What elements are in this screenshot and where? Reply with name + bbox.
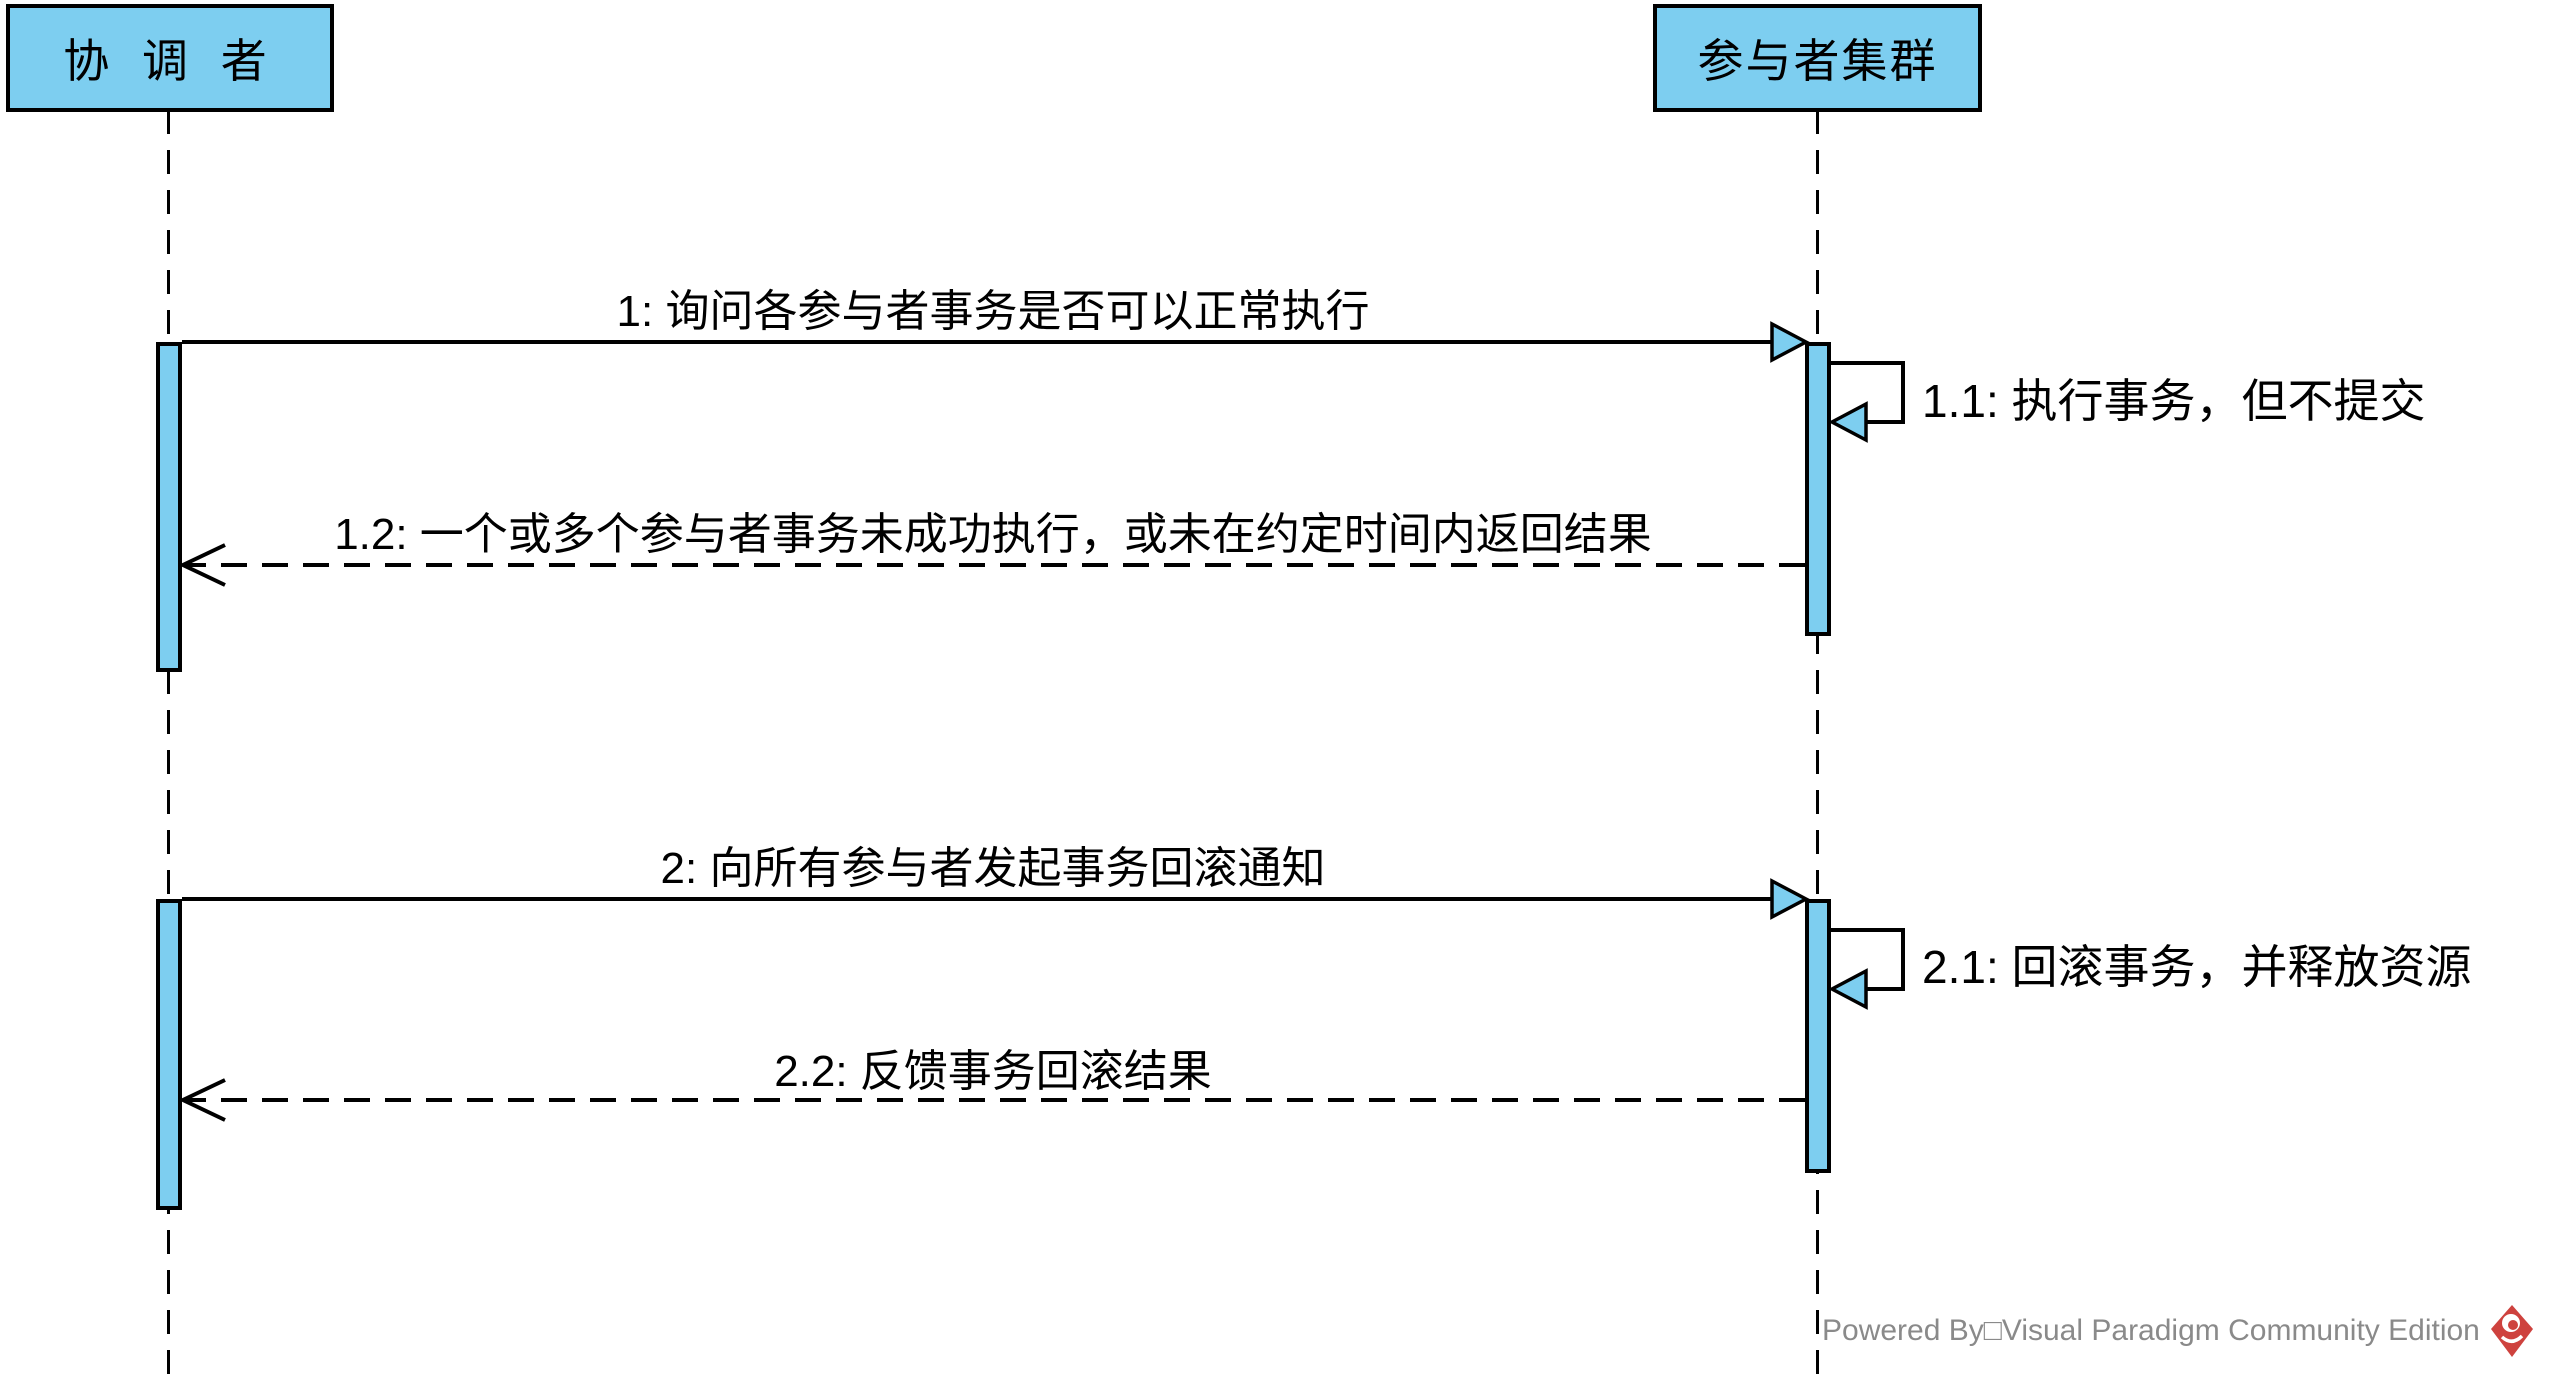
actor-box-coordinator: 协 调 者 xyxy=(6,4,334,112)
message-1-1-self-arrow xyxy=(1828,361,1905,443)
open-arrowhead-icon xyxy=(178,543,226,587)
message-2-label: 2: 向所有参与者发起事务回滚通知 xyxy=(660,844,1326,893)
message-2-arrow xyxy=(182,878,1810,920)
activation-coordinator-2 xyxy=(156,899,182,1210)
lifeline-coordinator xyxy=(167,110,170,1386)
sync-arrowhead-icon xyxy=(1770,878,1810,920)
sync-arrowhead-icon xyxy=(1770,321,1810,363)
message-2-1-self-arrow xyxy=(1828,928,1905,1010)
message-1-label: 1: 询问各参与者事务是否可以正常执行 xyxy=(616,287,1370,336)
activation-participants-2 xyxy=(1805,899,1831,1173)
visual-paradigm-logo-icon xyxy=(2490,1305,2533,1357)
message-1-2-return-arrow xyxy=(178,543,1805,587)
open-arrowhead-icon xyxy=(178,1078,226,1122)
watermark: Powered By□Visual Paradigm Community Edi… xyxy=(1822,1302,2534,1360)
sync-arrowhead-icon xyxy=(1828,968,1868,1010)
actor-label-coordinator: 协 调 者 xyxy=(63,35,277,87)
message-1-1-label: 1.1: 执行事务，但不提交 xyxy=(1922,375,2426,427)
activation-coordinator-1 xyxy=(156,342,182,672)
lifeline-participants xyxy=(1816,110,1819,1386)
message-1-2-label: 1.2: 一个或多个参与者事务未成功执行，或未在约定时间内返回结果 xyxy=(334,510,1652,559)
message-1-arrow xyxy=(182,321,1810,363)
activation-participants-1 xyxy=(1805,342,1831,636)
message-2-1-label: 2.1: 回滚事务，并释放资源 xyxy=(1922,941,2472,993)
message-2-2-return-arrow xyxy=(178,1078,1805,1122)
actor-label-participants: 参与者集群 xyxy=(1697,35,1938,87)
sync-arrowhead-icon xyxy=(1828,401,1868,443)
message-2-2-label: 2.2: 反馈事务回滚结果 xyxy=(774,1047,1212,1096)
watermark-text: Powered By□Visual Paradigm Community Edi… xyxy=(1822,1314,2480,1347)
